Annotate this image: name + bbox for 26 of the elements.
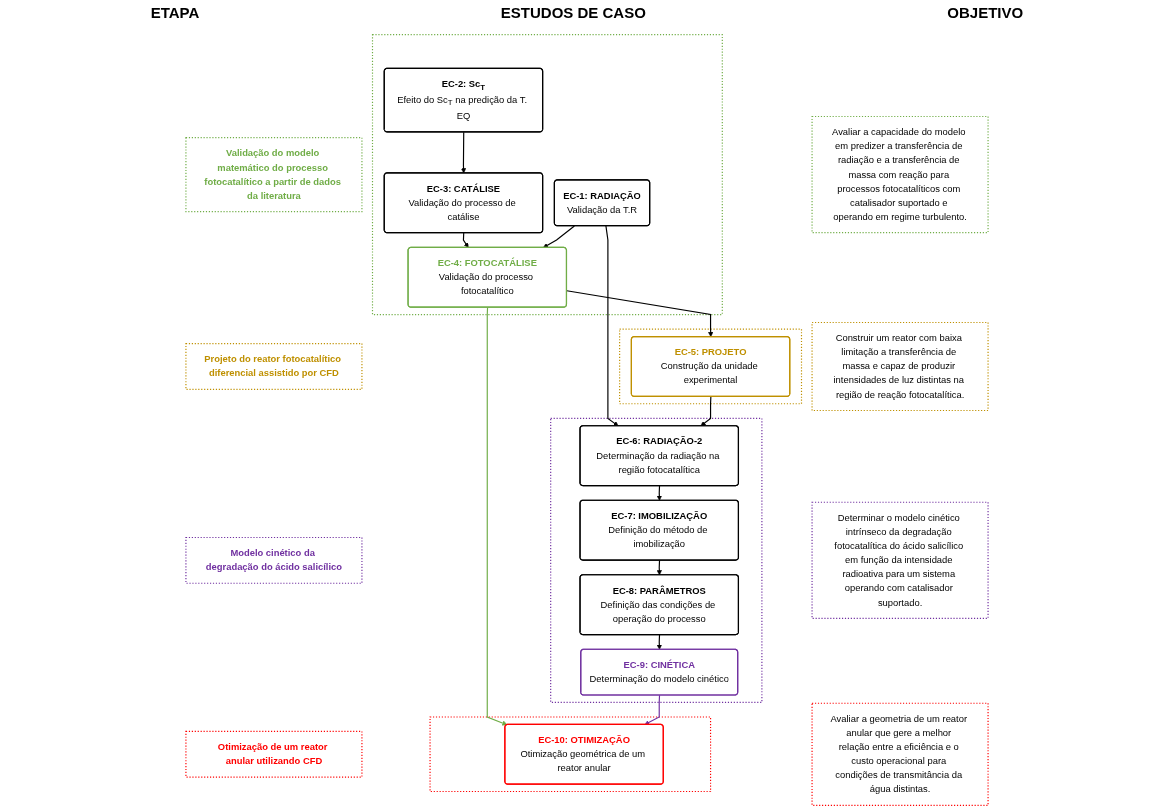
node-box: Avaliar a capacidade do modelo em predizer a transferência de radiação e a transferência de massa com reação para processos fotocatalíticos com catalisador suportado e operando em regime turbulento. (811, 115, 989, 234)
arrow (605, 225, 619, 427)
node-box: Determinar o modelo cinético intrínseco da degradação fotocatalítica do ácido salicílico em função da intensidade radioativa para um sistema operando com catalisador suportado. (811, 501, 989, 620)
arrow (644, 694, 661, 725)
arrow (486, 306, 508, 726)
arrow (700, 396, 712, 427)
cluster (550, 417, 763, 703)
node-box: Projeto do reator fotocatalítico diferencial assistido por CFD (185, 343, 363, 390)
node-box: Avaliar a geometria de um reator anular que gere a melhor relação entre a eficiência e o custo operacional para condições de transmitância da água distintas. (811, 702, 989, 806)
cluster (429, 716, 712, 793)
column-heading: OBJETIVO (947, 4, 1024, 23)
arrow (566, 290, 714, 338)
arrow (462, 232, 469, 248)
cluster (619, 328, 803, 405)
node-box: Otimização de um reator anular utilizando CFD (185, 730, 363, 778)
node-box: Construir um reator com baixa limitação a transferência de massa e capaz de produzir intensidades de luz distintas na região de reação fotocatalítica. (811, 321, 989, 412)
node-box: Validação do modelo matemático do processo fotocatalítico a partir de dados da literatura (185, 137, 363, 213)
arrow (656, 559, 662, 576)
arrow (460, 131, 467, 174)
arrow (656, 634, 662, 650)
arrow (543, 225, 575, 248)
arrow (656, 485, 662, 501)
column-heading: ESTUDOS DE CASO (500, 4, 646, 23)
column-heading: ETAPA (150, 4, 200, 23)
cluster (371, 34, 723, 316)
node-box: Modelo cinético da degradação do ácido salicílico (185, 536, 363, 584)
